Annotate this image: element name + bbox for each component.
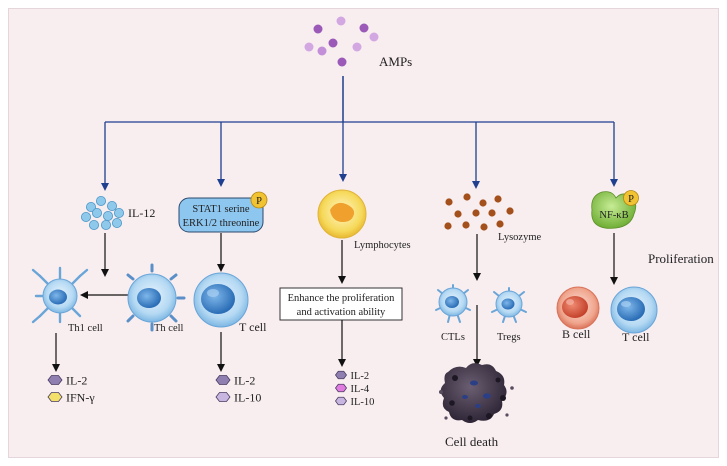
stat-cytokine-list: IL-2IL-10 (215, 373, 261, 404)
b-cell-label: B cell (562, 327, 591, 341)
nfkb-phospho-icon: P (623, 190, 639, 206)
lymph-cytokine-chip-2 (335, 396, 347, 406)
tregs-label: Tregs (497, 332, 521, 343)
lymph-cytokine-label-0: IL-2 (351, 371, 370, 382)
cell-death-label: Cell death (445, 434, 499, 449)
il12-cytokine-chip-0 (47, 375, 63, 385)
lymph-cytokine-label-2: IL-10 (351, 397, 375, 408)
enhance-line1: Enhance the proliferation (288, 293, 395, 304)
il12-label: IL-12 (128, 206, 155, 220)
lymphocyte-icon (317, 189, 367, 239)
stat-t-cell-label: T cell (239, 320, 267, 334)
lymph-cytokine-label-1: IL-4 (351, 384, 370, 395)
nfkb-label: NF-κB (599, 210, 628, 221)
lymph-cytokine-list: IL-2IL-4IL-10 (335, 370, 375, 408)
t-cell-icon (193, 272, 249, 328)
th-cell-label: Th cell (154, 323, 184, 334)
branch-connectors (101, 76, 618, 191)
stat1-erk-box: STAT1 serine ERK1/2 threonine (178, 197, 264, 233)
stat-cytokine-label-0: IL-2 (234, 373, 255, 387)
nfkb-t-cell-icon (610, 286, 658, 334)
th1-cell-icon (31, 266, 89, 324)
cell-death-icon (439, 363, 514, 423)
nfkb-phospho-label: P (628, 194, 634, 205)
ctls-label: CTLs (441, 332, 465, 343)
th1-cell-label: Th1 cell (68, 323, 103, 334)
th-cell-icon (126, 263, 186, 332)
proliferation-label: Proliferation (648, 251, 714, 266)
stat-cytokine-label-1: IL-10 (234, 390, 261, 404)
il12-cytokine-label-1: IFN-γ (66, 390, 95, 404)
b-cell-icon (556, 286, 600, 330)
stat-phospho-label: P (256, 196, 262, 207)
stat1-serine-label: STAT1 serine (192, 204, 250, 215)
enhance-line2: and activation ability (297, 307, 386, 318)
ctl-cell-icon (435, 284, 471, 323)
lymph-cytokine-chip-1 (335, 383, 347, 393)
lysozyme-particles-icon (444, 193, 514, 231)
il12-particles-icon (81, 195, 125, 230)
erk12-threonine-label: ERK1/2 threonine (183, 218, 260, 229)
nfkb-t-cell-label: T cell (622, 330, 650, 344)
lymph-cytokine-chip-0 (335, 370, 347, 380)
treg-cell-icon (491, 287, 527, 323)
amp-particles-icon (304, 16, 379, 67)
lymphocytes-label: Lymphocytes (354, 240, 411, 251)
enhance-proliferation-box: Enhance the proliferation and activation… (279, 287, 403, 321)
stat-cytokine-chip-1 (215, 392, 231, 402)
diagram-background (8, 8, 719, 458)
amps-label: AMPs (379, 54, 412, 69)
lysozyme-label: Lysozyme (498, 232, 541, 243)
il12-cytokine-label-0: IL-2 (66, 373, 87, 387)
il12-cytokine-chip-1 (47, 392, 63, 402)
stat-phospho-icon: P (250, 191, 268, 209)
stat-cytokine-chip-0 (215, 375, 231, 385)
